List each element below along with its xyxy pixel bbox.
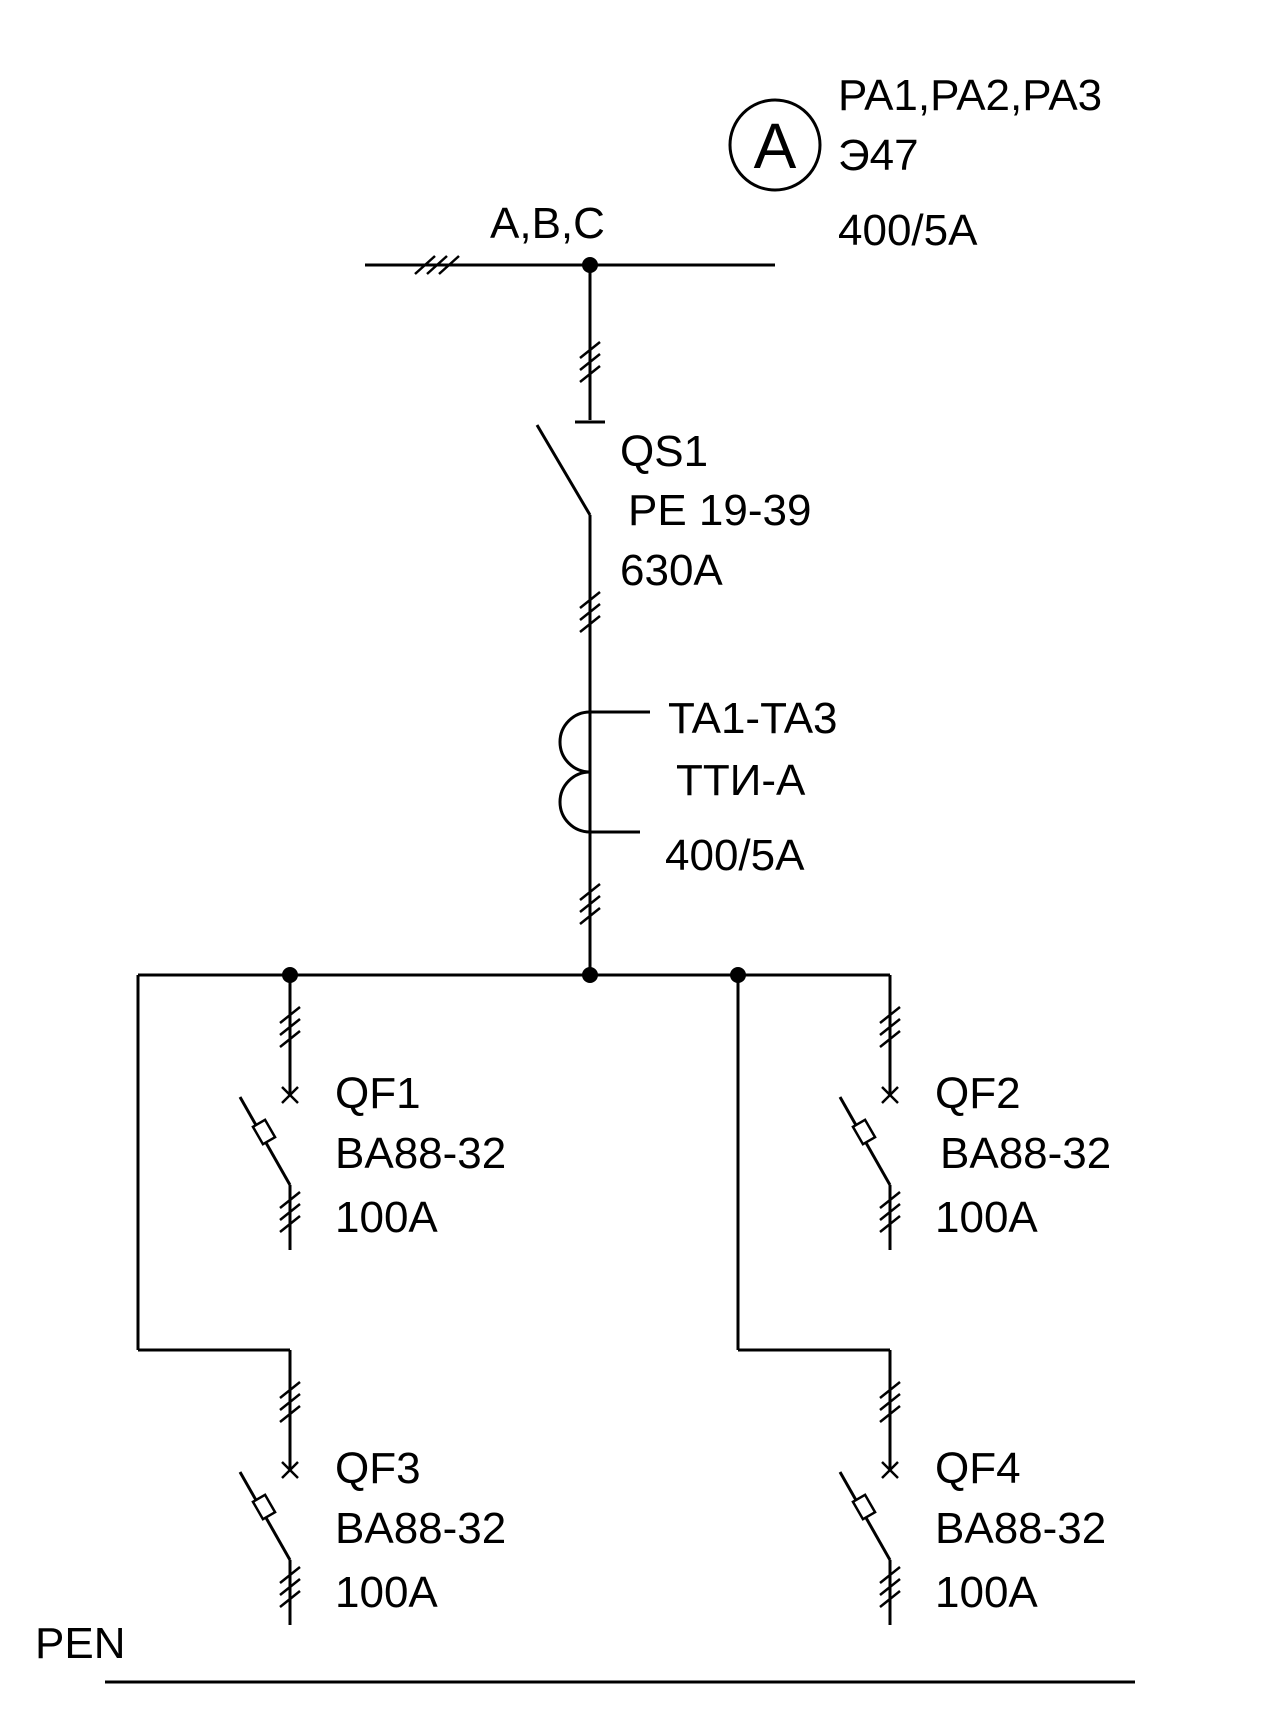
breaker-qf3 xyxy=(238,1350,301,1625)
qf2-rating: 100A xyxy=(935,1193,1038,1242)
current-transformer-symbol xyxy=(558,705,650,975)
qf1-name: QF1 xyxy=(335,1069,421,1118)
breaker-qf2 xyxy=(838,975,901,1250)
feeder-phase-ticks-1 xyxy=(579,341,601,383)
ct-ratio: 400/5A xyxy=(665,831,805,880)
ammeter-circle xyxy=(728,98,822,192)
ammeter-symbol: A xyxy=(728,98,822,192)
qf1-type: BA88-32 xyxy=(335,1129,506,1178)
ct-type: ТТИ-А xyxy=(676,756,806,805)
bus-three-phase-ticks xyxy=(414,255,460,275)
qf2-name: QF2 xyxy=(935,1069,1021,1118)
qs1-type: PE 19-39 xyxy=(628,486,811,535)
breaker-qf4 xyxy=(838,1350,901,1625)
ct-coil-lower xyxy=(558,770,591,834)
qf3-name: QF3 xyxy=(335,1444,421,1493)
meter-ratio: 400/5A xyxy=(838,206,978,255)
qs1-blade xyxy=(535,424,592,516)
qs1-rating: 630A xyxy=(620,546,723,595)
ammeter-letter: A xyxy=(754,110,797,182)
qf3-rating: 100A xyxy=(335,1568,438,1617)
qs1-name: QS1 xyxy=(620,427,708,476)
pen-label: PEN xyxy=(35,1619,125,1668)
bus-phase-label: A,B,C xyxy=(490,199,605,248)
qf4-rating: 100A xyxy=(935,1568,1038,1617)
breaker-qf1 xyxy=(238,975,301,1250)
qf4-type: BA88-32 xyxy=(935,1504,1106,1553)
qf1-rating: 100A xyxy=(335,1193,438,1242)
qf4-name: QF4 xyxy=(935,1444,1021,1493)
disconnector-qs1 xyxy=(535,420,605,705)
qf2-type: BA88-32 xyxy=(940,1129,1111,1178)
feeder-phase-ticks-3 xyxy=(579,883,601,925)
qf3-type: BA88-32 xyxy=(335,1504,506,1553)
junction-dot-main xyxy=(582,967,598,983)
feeder-phase-ticks-2 xyxy=(579,591,601,633)
meter-type: Э47 xyxy=(838,131,919,180)
ct-coil-upper xyxy=(558,710,591,774)
ct-name: TA1-TA3 xyxy=(668,694,838,743)
meter-designation: PA1,PA2,PA3 xyxy=(838,71,1102,120)
